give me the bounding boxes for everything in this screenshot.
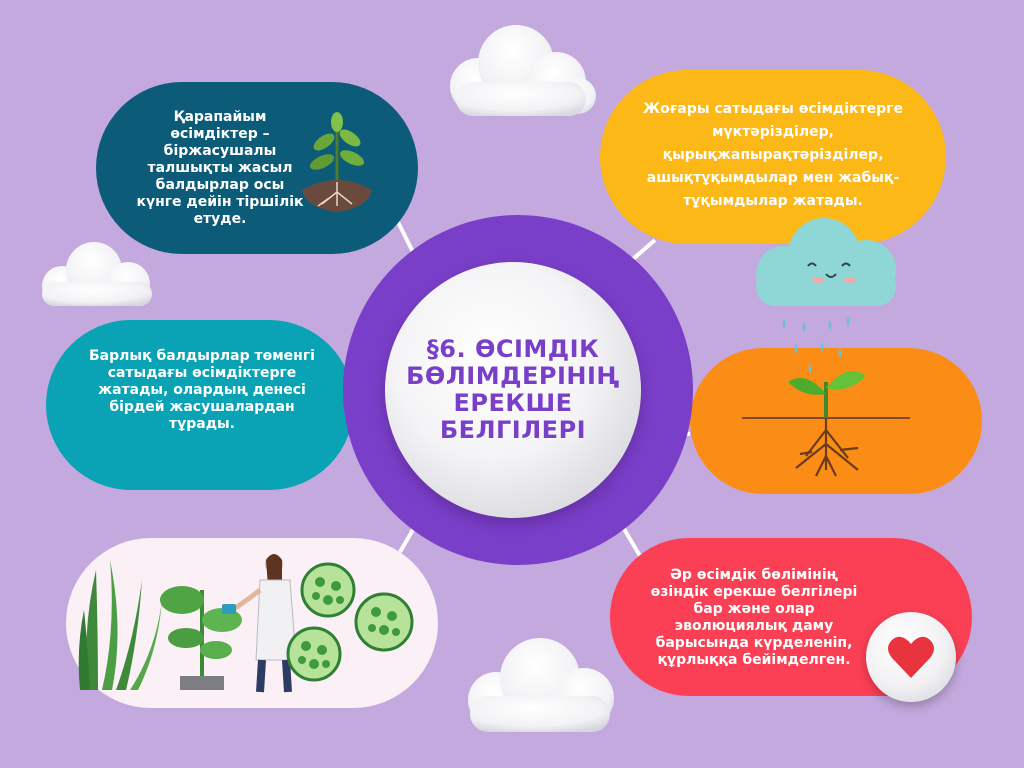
- node-bottom-right-text: Әр өсімдік бөлімінің өзіндік ерекше белг…: [650, 567, 858, 668]
- sprout-in-soil-icon: [302, 112, 372, 212]
- node-middle-left-text: Барлық балдырлар төменгі сатыдағы өсімді…: [89, 347, 315, 432]
- node-bottom-left: [66, 538, 438, 708]
- node-middle-left: Барлық балдырлар төменгі сатыдағы өсімді…: [46, 320, 354, 490]
- center-circle: §6. ӨСІМДІК БӨЛІМДЕРІНІҢ ЕРЕКШЕ БЕЛГІЛЕР…: [385, 262, 641, 518]
- node-top-right-text: Жоғары сатыдағы өсімдіктерге мүктәрізділ…: [643, 101, 903, 209]
- sprout-with-roots-icon: [742, 371, 910, 477]
- heart-icon: [888, 636, 934, 678]
- scientist-with-plants-illustration: [78, 554, 414, 693]
- center-title: §6. ӨСІМДІК БӨЛІМДЕРІНІҢ ЕРЕКШЕ БЕЛГІЛЕР…: [406, 335, 620, 444]
- node-middle-right: [690, 348, 982, 494]
- cloud-decoration: [42, 242, 152, 306]
- node-top-left: Қарапайым өсімдіктер – біржасушалы талшы…: [96, 82, 418, 254]
- cloud-decoration: [450, 25, 596, 116]
- smiling-rain-cloud-icon: [756, 218, 896, 374]
- heart-badge: [866, 612, 956, 702]
- cloud-decoration: [468, 638, 614, 732]
- node-top-left-text: Қарапайым өсімдіктер – біржасушалы талшы…: [136, 108, 304, 227]
- node-top-right: Жоғары сатыдағы өсімдіктерге мүктәрізділ…: [600, 70, 946, 244]
